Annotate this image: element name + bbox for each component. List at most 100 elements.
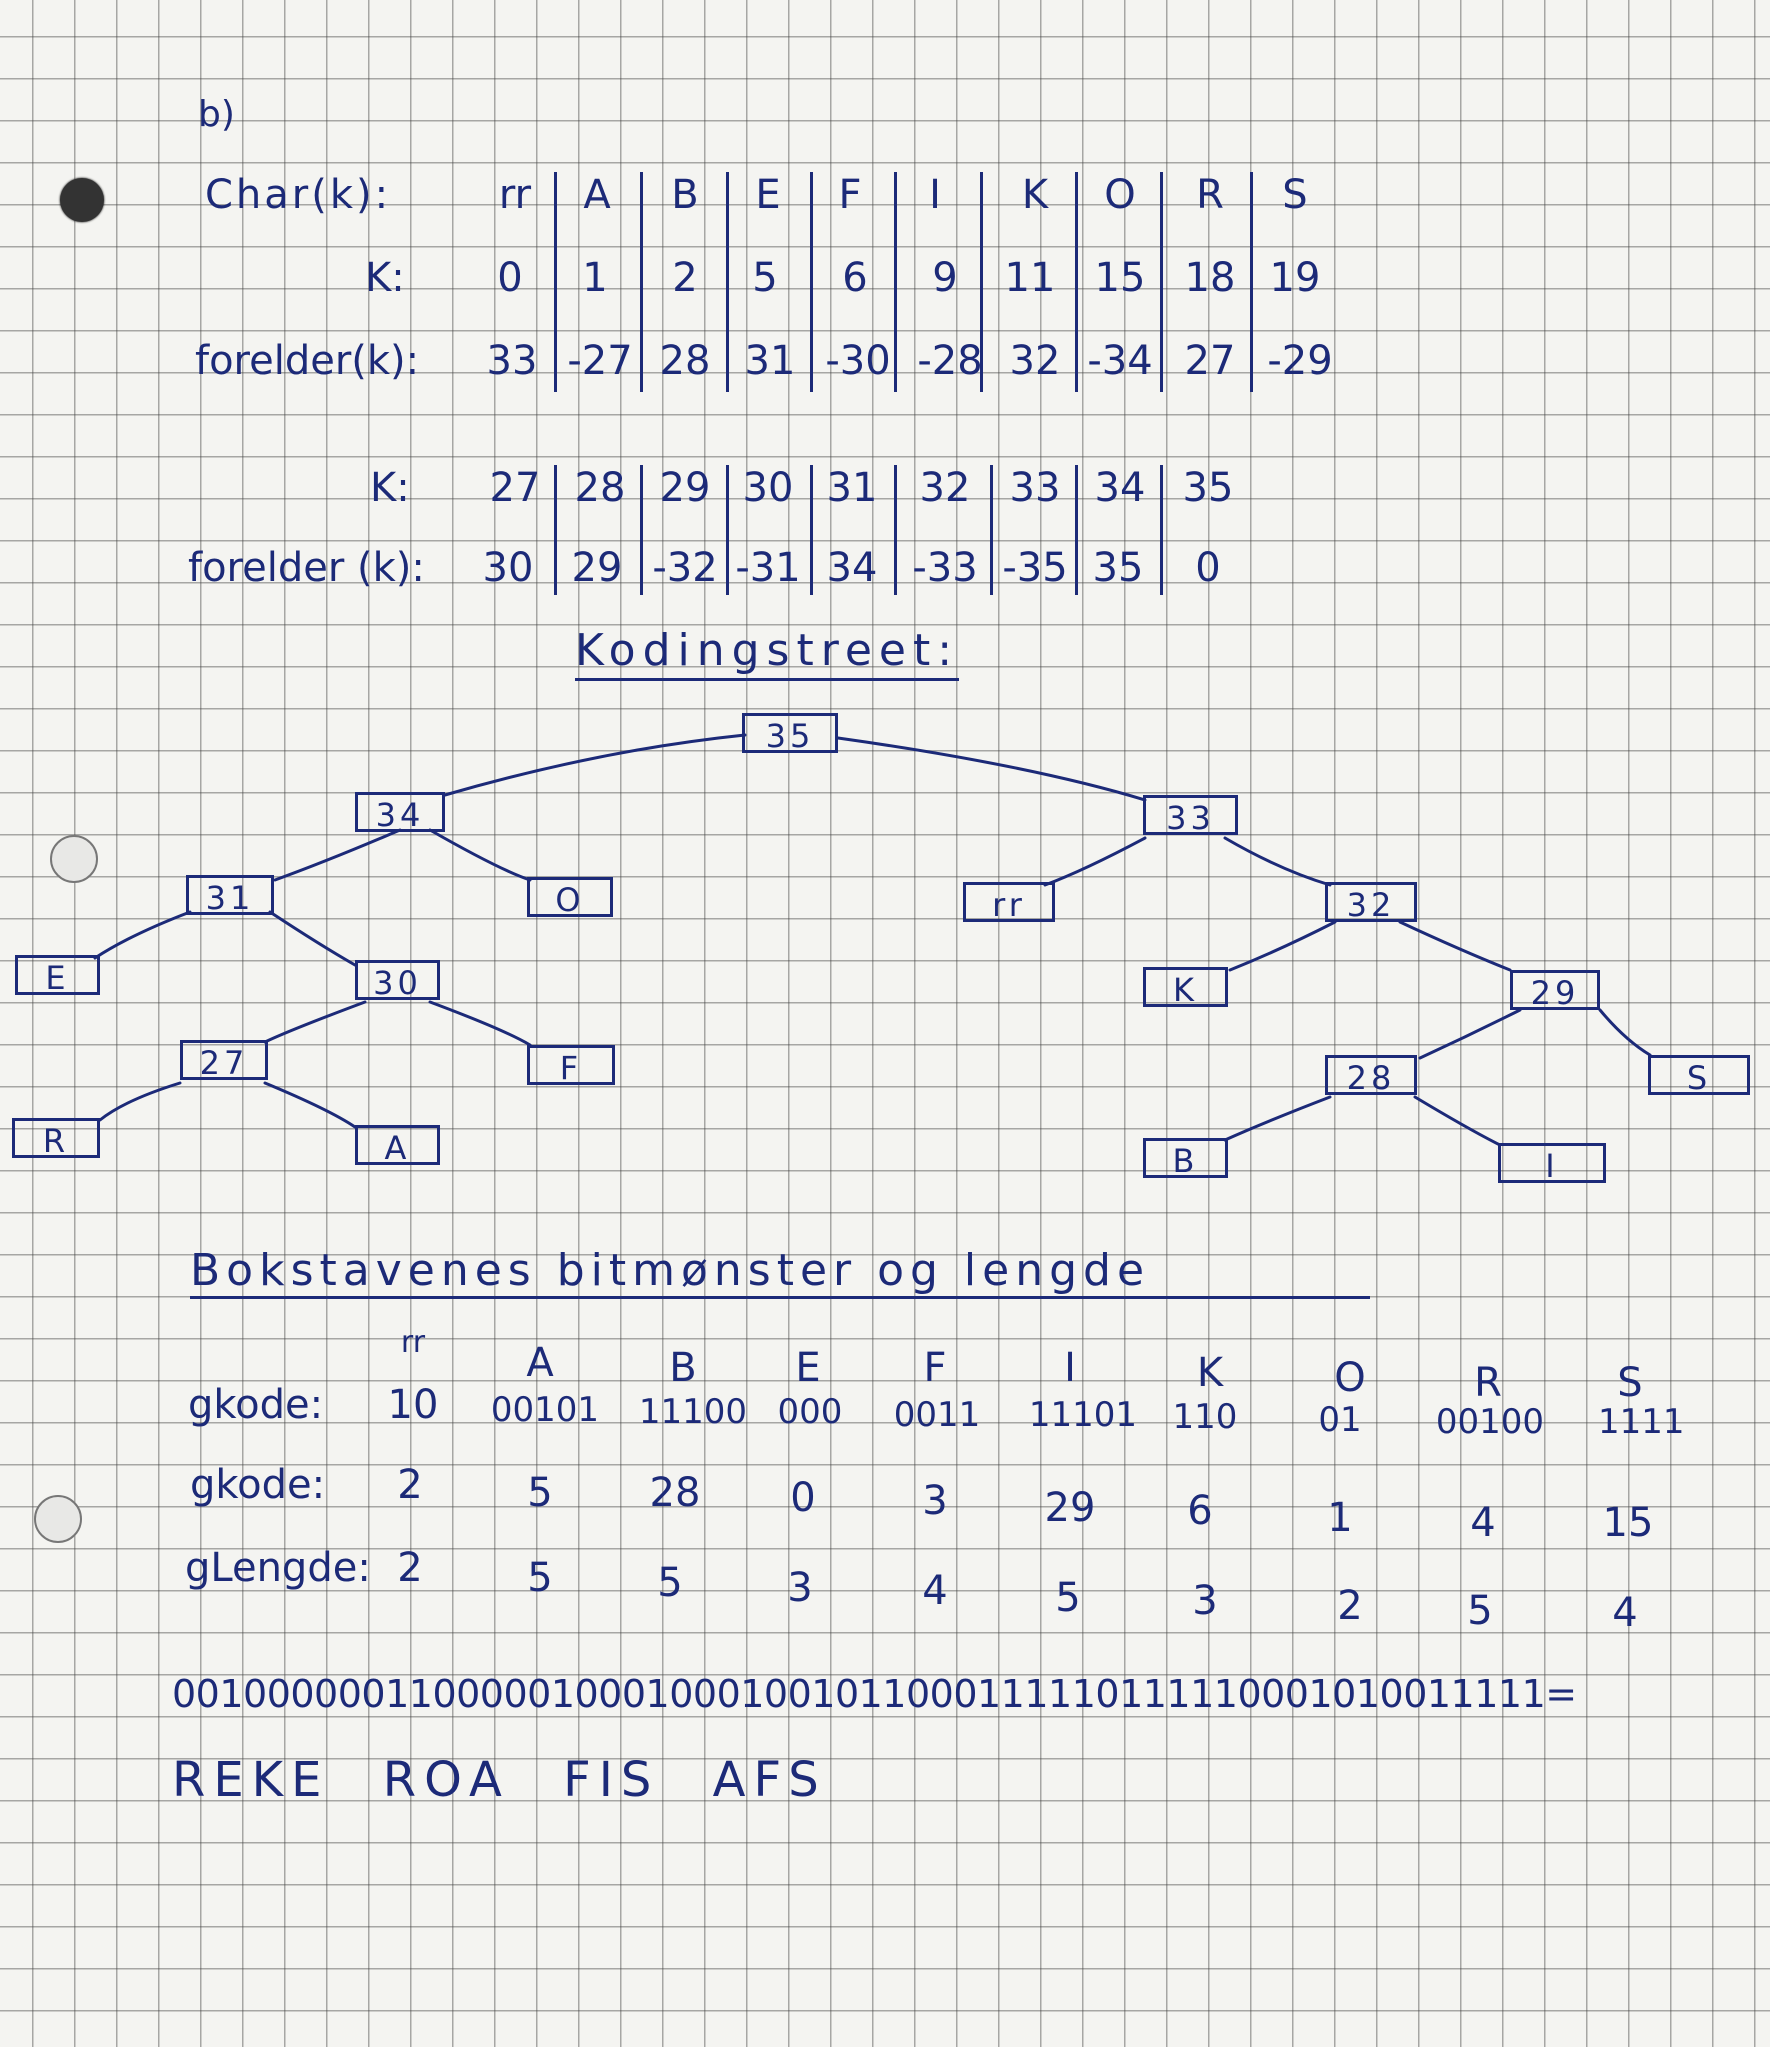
tree-leaf-R: R [12, 1118, 100, 1160]
tree-node-31: 31 [186, 875, 274, 917]
gkode-bits-label: gkode: [188, 1382, 324, 1428]
tree-node-35: 35 [742, 713, 838, 755]
code-char-header: E [795, 1345, 821, 1391]
edge-33-32 [1223, 836, 1332, 887]
code-char-header: I [1064, 1345, 1076, 1391]
gkode-bits-cell: 0011 [893, 1395, 981, 1435]
gkode-decimal-label: gkode: [190, 1462, 326, 1508]
gkode-decimal-cell: 29 [1044, 1485, 1096, 1531]
parent-cell: 33 [486, 338, 538, 384]
k-cell: 28 [574, 465, 626, 511]
glengde-cell: 5 [1467, 1588, 1493, 1634]
edge-28-B [1223, 1095, 1332, 1142]
glengde-cell: 4 [922, 1568, 948, 1614]
code-char-header: B [669, 1345, 697, 1391]
edge-35-33 [836, 736, 1147, 802]
tree-leaf-B: B [1143, 1138, 1228, 1180]
parent-cell: 30 [482, 545, 534, 591]
edge-27-R [98, 1081, 182, 1122]
binder-hole-1 [60, 178, 104, 222]
tree-leaf-O: O [527, 877, 613, 919]
problem-label: b) [198, 94, 235, 135]
k-cell: 30 [742, 465, 794, 511]
tree-node-27: 27 [180, 1040, 268, 1082]
divider [554, 465, 557, 595]
divider [894, 172, 897, 392]
tree-node-34: 34 [355, 792, 445, 834]
edge-34-O [428, 828, 532, 882]
gkode-bits-cell: 01 [1318, 1400, 1362, 1440]
edge-35-34 [443, 733, 747, 797]
k-cell: 29 [659, 465, 711, 511]
code-char-header: rr [400, 1325, 426, 1360]
binder-hole-3 [34, 1495, 82, 1543]
char-cell: A [583, 172, 611, 218]
edge-31-30 [268, 910, 357, 967]
parent-cell: 31 [744, 338, 796, 384]
tree-leaf-I: I [1498, 1143, 1606, 1185]
k-cell: 18 [1184, 255, 1236, 301]
edge-29-S [1598, 1008, 1652, 1057]
divider [990, 465, 993, 595]
char-cell: rr [498, 172, 532, 218]
parent-cell: 28 [659, 338, 711, 384]
k-cell: 27 [489, 465, 541, 511]
tree-leaf-F: F [527, 1045, 615, 1087]
tree-node-29: 29 [1510, 970, 1600, 1012]
edge-27-A [263, 1081, 357, 1129]
tree-node-32: 32 [1325, 882, 1417, 924]
k-cell: 5 [752, 255, 778, 301]
parent-cell: 29 [571, 545, 623, 591]
glengde-label: gLengde: [185, 1545, 371, 1591]
tree-leaf-K: K [1143, 967, 1228, 1009]
parent-cell: -31 [735, 545, 801, 591]
gkode-decimal-cell: 4 [1470, 1500, 1496, 1546]
divider [1075, 465, 1078, 595]
char-cell: I [929, 172, 941, 218]
gkode-bits-cell: 00101 [490, 1390, 600, 1430]
glengde-cell: 2 [1337, 1583, 1363, 1629]
gkode-decimal-cell: 2 [397, 1462, 423, 1508]
divider [1250, 172, 1253, 392]
gkode-bits-cell: 11100 [638, 1392, 748, 1432]
parent-cell: -27 [567, 338, 633, 384]
binder-hole-2 [50, 835, 98, 883]
divider [640, 465, 643, 595]
gkode-bits-cell: 000 [777, 1392, 843, 1432]
glengde-cell: 3 [1192, 1578, 1218, 1624]
edge-28-I [1413, 1095, 1502, 1147]
tree-node-28: 28 [1325, 1055, 1417, 1097]
code-char-header: S [1617, 1360, 1643, 1406]
gkode-decimal-cell: 5 [527, 1470, 553, 1516]
k-cell: 32 [919, 465, 971, 511]
gkode-decimal-cell: 3 [922, 1478, 948, 1524]
k-cell: 6 [842, 255, 868, 301]
edge-32-K [1228, 920, 1337, 972]
tree-leaf-A: A [355, 1125, 440, 1167]
gkode-bits-cell: 110 [1172, 1397, 1238, 1437]
char-cell: K [1021, 172, 1049, 218]
glengde-cell: 4 [1612, 1590, 1638, 1636]
glengde-cell: 2 [397, 1545, 423, 1591]
char-cell: F [838, 172, 862, 218]
gkode-decimal-cell: 15 [1602, 1500, 1654, 1546]
k-cell: 9 [932, 255, 958, 301]
edge-32-29 [1398, 920, 1512, 972]
k-cell: 33 [1009, 465, 1061, 511]
tree-node-33: 33 [1143, 795, 1238, 837]
parent-cell: -34 [1087, 338, 1153, 384]
k-row-label: K: [365, 255, 405, 301]
parent-cell: 32 [1009, 338, 1061, 384]
divider [1160, 465, 1163, 595]
char-row-label: Char(k): [205, 172, 392, 218]
edge-30-27 [263, 1000, 367, 1044]
decoded-text: REKE ROA FIS AFS [172, 1752, 827, 1808]
parent-cell: -35 [1002, 545, 1068, 591]
encoded-bitstring: 0010000001100000100010001001011000111110… [172, 1672, 1577, 1716]
k-row-label: K: [370, 465, 410, 511]
divider [554, 172, 557, 392]
k-cell: 19 [1269, 255, 1321, 301]
gkode-decimal-cell: 28 [649, 1470, 701, 1516]
parent-cell: -28 [917, 338, 983, 384]
